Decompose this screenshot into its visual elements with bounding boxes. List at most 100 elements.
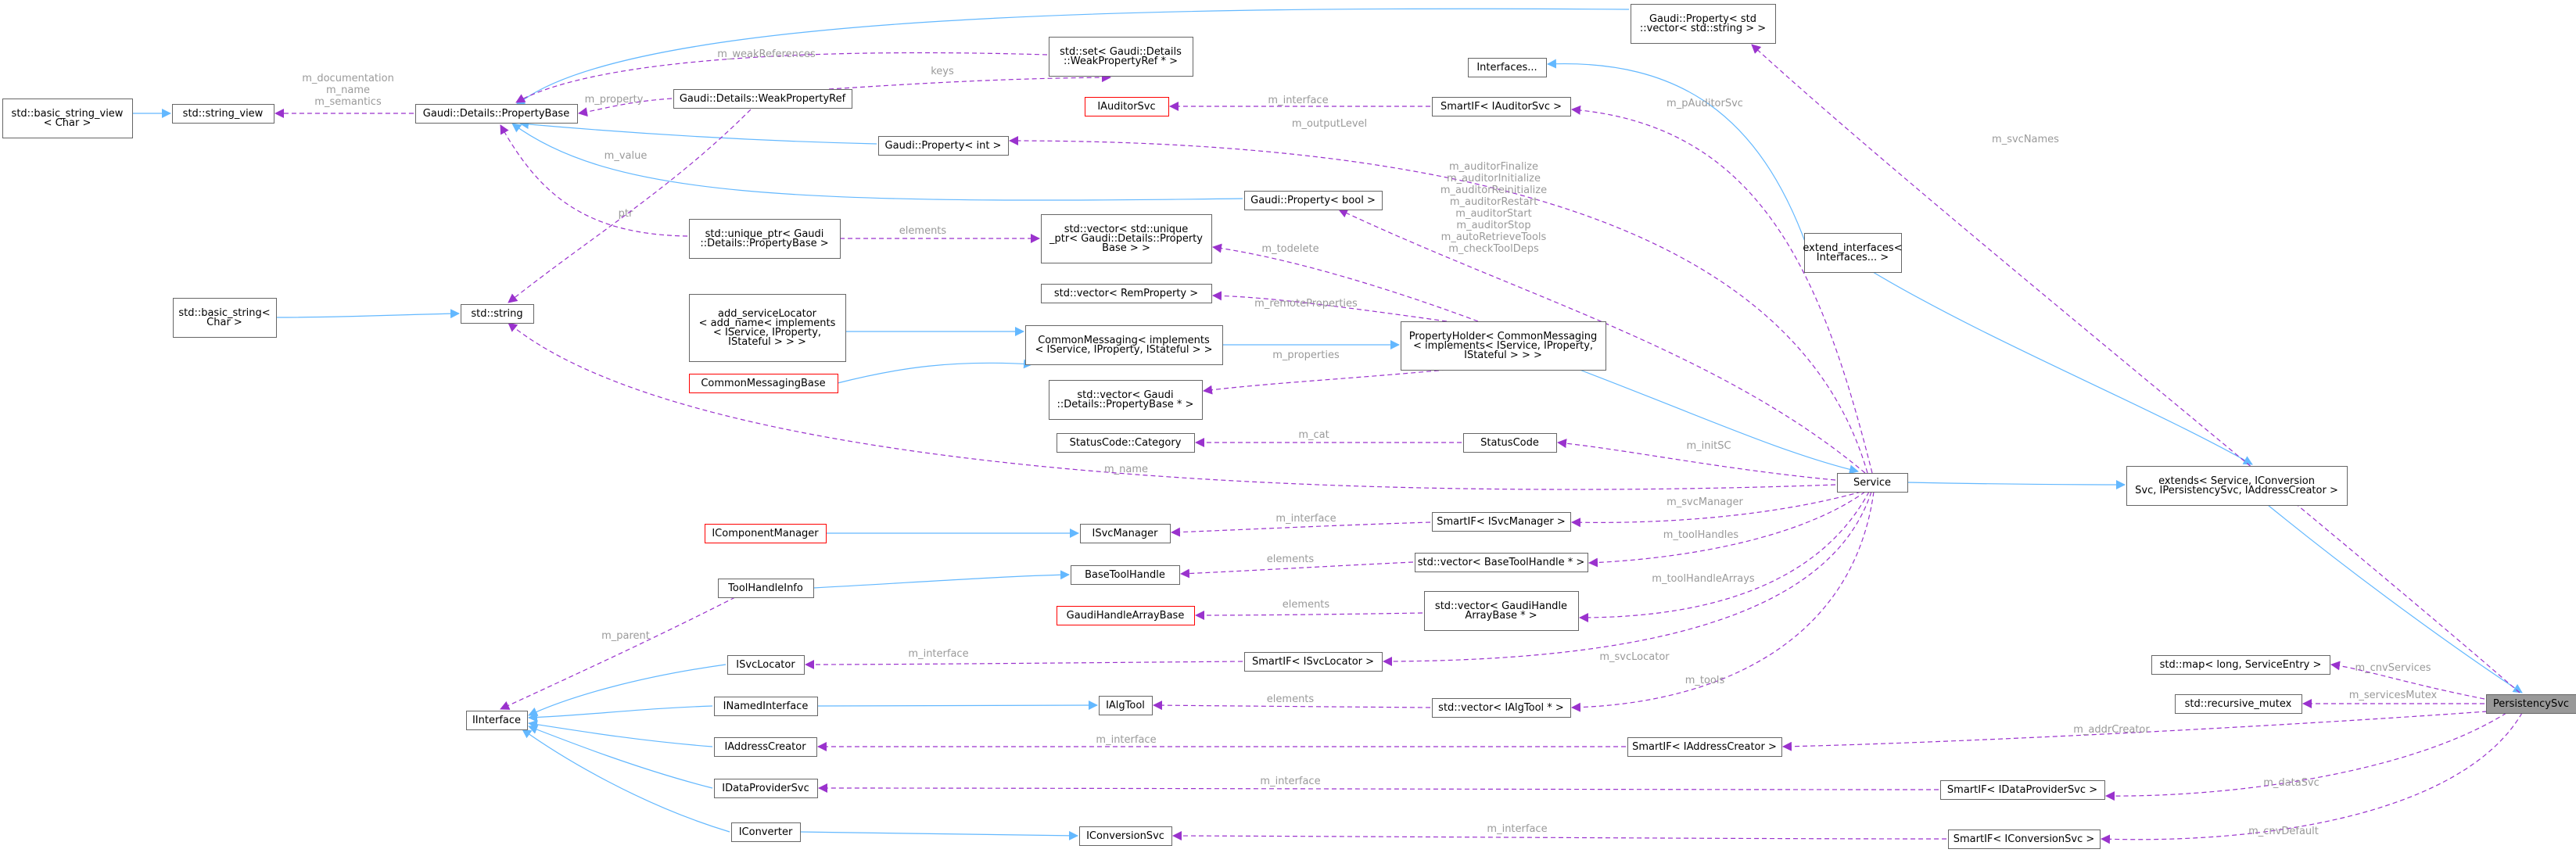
class-name-text: std::vector< Gaudi [1077,389,1173,401]
class-node-ifaces[interactable]: Interfaces... [1468,58,1547,77]
class-node-vecbth[interactable]: std::vector< BaseToolHandle * > [1415,553,1588,572]
class-name-text: SmartIF< ISvcManager > [1437,516,1566,528]
class-node-ext[interactable]: extends< Service, IConversionSvc, IPersi… [2126,466,2348,506]
class-node-sfsl[interactable]: SmartIF< ISvcLocator > [1244,652,1383,672]
class-name-text: StatusCode [1480,437,1539,449]
class-box [415,104,578,124]
inheritance-edge-extint-ext [1872,271,2253,465]
usage-edge-pbool-svc [1338,209,1866,474]
usage-edge-vecalg-svc [1571,491,1875,712]
class-name-text: IComponentManager [712,528,819,539]
class-node-ialg[interactable]: IAlgTool [1099,696,1153,715]
class-node-cmsg[interactable]: CommonMessaging< implements< IService, I… [1025,325,1223,365]
class-name-text: extend_interfaces< [1803,242,1902,254]
class-name-text: _ptr< Gaudi::Details::Property [1049,233,1203,245]
class-name-text: SmartIF< IAuditorSvc > [1440,101,1562,113]
class-node-mapse[interactable]: std::map< long, ServiceEntry > [2151,655,2330,675]
usage-edge-sfaddr-ps [1782,711,2488,751]
inheritance-edge-pbase-pvecstr [515,8,1630,106]
class-node-ghab[interactable]: GaudiHandleArrayBase [1057,606,1195,625]
edge-label: m_name [1104,464,1148,475]
class-node-rmutex[interactable]: std::recursive_mutex [2175,694,2302,714]
class-node-sccat[interactable]: StatusCode::Category [1057,433,1195,453]
class-node-sfaddr[interactable]: SmartIF< IAddressCreator > [1627,737,1782,757]
class-box [1432,97,1571,116]
class-box [689,294,846,362]
edge-label: m_auditorReinitialize [1440,185,1547,196]
usage-edge-sc-svc [1557,439,1836,481]
class-box [2486,694,2576,714]
class-box [173,298,277,338]
class-node-str[interactable]: std::string [461,304,534,324]
class-name-text: < add_name< implements [699,317,836,329]
class-node-iconv[interactable]: IConverter [731,822,801,842]
edge-label: m_cnvServices [2355,662,2431,674]
class-node-sfdp[interactable]: SmartIF< IDataProviderSvc > [1940,780,2105,800]
usage-edge-setwp-pbase [515,52,1048,103]
class-name-text: ISvcManager [1092,528,1159,539]
edge-label: m_toolHandleArrays [1652,573,1755,585]
class-node-sfaud[interactable]: SmartIF< IAuditorSvc > [1432,97,1571,116]
class-name-text: BaseToolHandle [1085,569,1165,581]
class-name-text: IDataProviderSvc [722,783,809,794]
class-node-bstr[interactable]: std::basic_string<Char > [173,298,277,338]
class-box [2175,694,2302,714]
class-node-sview[interactable]: std::string_view [172,104,274,124]
class-node-uptr[interactable]: std::unique_ptr< Gaudi::Details::Propert… [689,219,841,259]
class-node-svc[interactable]: Service [1837,473,1908,493]
class-box [2126,466,2348,506]
edge-label: m_toolHandles [1663,529,1739,541]
inheritance-edge-phold-svc [1579,369,1859,475]
class-node-vecuptr[interactable]: std::vector< std::unique_ptr< Gaudi::Det… [1041,214,1212,263]
class-box [1415,553,1588,572]
class-box [1424,591,1579,631]
class-box [1057,433,1195,453]
class-node-pbool[interactable]: Gaudi::Property< bool > [1244,191,1383,210]
class-name-text: std::vector< GaudiHandle [1435,600,1567,612]
class-box [1631,4,1776,44]
class-node-vecrem[interactable]: std::vector< RemProperty > [1041,284,1212,303]
edge-label: m_dataSvc [2263,777,2319,789]
class-node-pint[interactable]: Gaudi::Property< int > [878,136,1009,156]
class-node-wpref[interactable]: Gaudi::Details::WeakPropertyRef [673,89,852,109]
class-box [1244,191,1383,210]
inheritance-edge-thinfo-bth [813,570,1070,589]
class-node-sfconv[interactable]: SmartIF< IConversionSvc > [1948,830,2101,849]
class-name-text: IConversionSvc [1086,830,1164,842]
class-node-iaddr[interactable]: IAddressCreator [714,737,817,757]
class-name-text: SmartIF< IDataProviderSvc > [1947,784,2097,796]
class-box [1948,830,2101,849]
usage-edge-str-svc [508,322,1836,490]
class-name-text: INamedInterface [723,701,809,712]
class-name-text: < Char > [44,117,91,129]
class-name-text: std::basic_string_view [12,108,124,120]
class-node-bsview[interactable]: std::basic_string_view< Char > [2,99,133,138]
edge-label: m_checkToolDeps [1448,243,1539,255]
class-node-isvcm[interactable]: ISvcManager [1080,524,1171,543]
class-node-vecpb[interactable]: std::vector< Gaudi::Details::PropertyBas… [1049,380,1203,420]
class-node-pbase[interactable]: Gaudi::Details::PropertyBase [415,104,578,124]
class-node-sc[interactable]: StatusCode [1463,433,1557,453]
class-node-pvecstr[interactable]: Gaudi::Property< std::vector< std::strin… [1631,4,1776,44]
class-node-setwp[interactable]: std::set< Gaudi::Details::WeakPropertyRe… [1049,37,1193,77]
class-node-iif[interactable]: IInterface [466,711,528,730]
class-node-bth[interactable]: BaseToolHandle [1071,565,1180,585]
usage-edge-sfsl-svc [1383,491,1872,666]
class-node-idp[interactable]: IDataProviderSvc [714,779,818,798]
class-node-thinfo[interactable]: ToolHandleInfo [718,579,814,598]
class-name-text: SmartIF< ISvcLocator > [1252,656,1374,668]
class-node-phold[interactable]: PropertyHolder< CommonMessaging< impleme… [1401,321,1606,371]
class-node-icm[interactable]: IComponentManager [705,524,827,543]
class-node-inamed[interactable]: INamedInterface [714,697,818,716]
class-node-vecalg[interactable]: std::vector< IAlgTool * > [1432,698,1571,718]
class-node-sfsvcm[interactable]: SmartIF< ISvcManager > [1432,512,1571,532]
usage-edge-str-wpref [508,109,752,303]
class-node-isl[interactable]: ISvcLocator [727,655,805,675]
class-node-iaud[interactable]: IAuditorSvc [1085,97,1169,116]
class-node-cmb[interactable]: CommonMessagingBase [689,374,838,393]
class-node-vecghab[interactable]: std::vector< GaudiHandleArrayBase * > [1424,591,1579,631]
class-node-addsl[interactable]: add_serviceLocator< add_name< implements… [689,294,846,362]
class-node-ps[interactable]: PersistencySvc [2486,694,2576,714]
class-node-iconvs[interactable]: IConversionSvc [1079,826,1172,846]
class-node-extint[interactable]: extend_interfaces<Interfaces... > [1803,233,1903,273]
